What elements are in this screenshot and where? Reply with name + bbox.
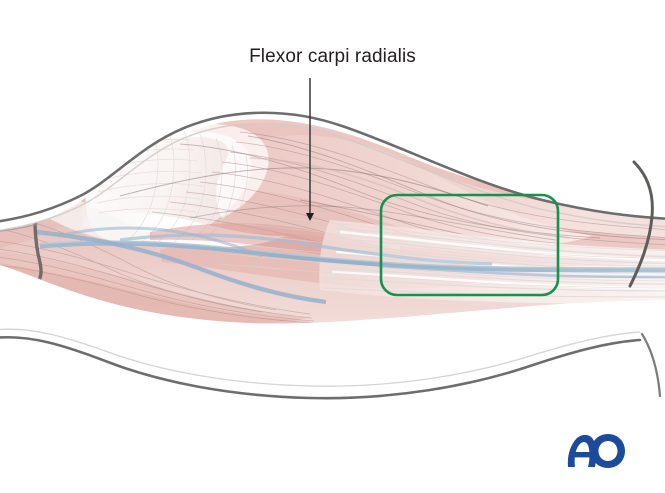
ao-logo-crossbar — [572, 452, 594, 458]
leader-line-group — [306, 78, 314, 221]
wrist-contour-right — [628, 160, 654, 288]
radial-artery-vessel — [39, 240, 665, 273]
radial-artery-highlight — [39, 240, 665, 269]
muscle-fiber-lines-lower — [0, 217, 315, 324]
soft-tissue-mass — [0, 119, 665, 324]
proximal-vein-loop — [57, 226, 263, 258]
proximal-contour-left — [0, 223, 39, 232]
ulnar-vessel-branch — [119, 233, 493, 266]
thenar-contour-right — [640, 332, 662, 398]
skin-outline-inferior-inner — [0, 328, 641, 387]
deep-fascia-line-mid — [189, 205, 557, 241]
ao-logo-o-glyph — [591, 434, 625, 468]
leader-arrowhead — [306, 213, 314, 221]
skin-outline-superior-inner — [0, 122, 665, 231]
cephalic-vein-vessel — [35, 229, 327, 305]
distal-vessel-wrist — [379, 264, 665, 279]
ao-logo — [567, 434, 625, 468]
region-of-interest-box[interactable] — [379, 193, 560, 297]
ao-logo-a-glyph — [567, 434, 597, 467]
intermuscular-septum — [249, 157, 571, 239]
skin-outline-inferior — [0, 335, 642, 400]
long-tendon-fibers — [219, 213, 665, 289]
inferior-muscle-mass — [0, 250, 308, 324]
